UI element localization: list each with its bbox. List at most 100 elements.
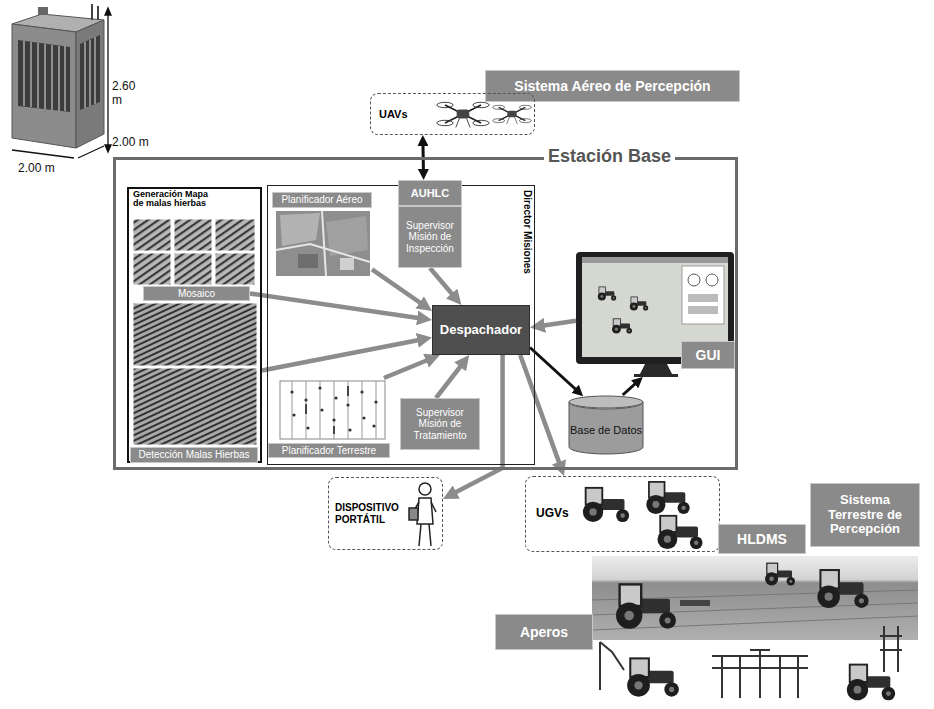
connector-arrow xyxy=(623,382,637,395)
label-box: Mosaico xyxy=(143,286,250,301)
crop-images xyxy=(215,253,255,285)
implements xyxy=(627,658,679,696)
node-text: Estación Base xyxy=(544,146,675,167)
aerial-map xyxy=(322,211,326,276)
implements xyxy=(600,626,902,700)
cabin-photo xyxy=(12,24,76,148)
gui-monitor xyxy=(576,252,734,377)
ground-plan-chart xyxy=(306,426,309,429)
cabin-photo xyxy=(84,42,86,108)
implements xyxy=(880,626,902,672)
node-text: Sistema Aéreo de Percepción xyxy=(514,78,710,94)
crop-images xyxy=(174,219,212,251)
ground-plan-chart xyxy=(362,416,365,419)
gui-monitor xyxy=(598,287,616,301)
cabin-photo xyxy=(97,6,99,20)
implements xyxy=(712,650,808,698)
field-photo xyxy=(592,556,918,640)
ugv-tractors xyxy=(646,482,689,514)
node-text: Planificador Terrestre xyxy=(268,443,390,459)
cabin-photo xyxy=(24,37,95,111)
dimension-lines xyxy=(12,8,111,158)
field-photo xyxy=(817,570,868,608)
device-group: DISPOSITIVO PORTÁTIL xyxy=(328,477,443,550)
implements xyxy=(797,656,799,698)
node-text: UAVs xyxy=(379,108,408,121)
mission-director: Director Misiones Planificador Aéreo AUHLC… xyxy=(267,185,535,465)
dimension-holder: 2.60 m xyxy=(112,80,142,108)
connector-arrow xyxy=(262,340,422,371)
gui-monitor xyxy=(634,374,678,377)
cabin-photo xyxy=(76,20,104,148)
aerial-map xyxy=(276,211,370,276)
node-text: HLDMS xyxy=(737,531,787,547)
node-text: Mosaico xyxy=(178,288,215,300)
implements xyxy=(721,656,723,698)
field-photo xyxy=(592,556,918,640)
cabin-photo xyxy=(91,4,93,20)
cabin-photo xyxy=(51,45,53,110)
connector-arrow xyxy=(250,294,422,319)
cabin-photo xyxy=(94,37,96,104)
cabin-photo xyxy=(80,35,100,110)
gui-monitor xyxy=(612,319,632,334)
handheld-operator xyxy=(431,502,436,512)
crop-images xyxy=(133,253,171,285)
ground-plan-chart xyxy=(347,386,349,396)
ground-plan-chart xyxy=(333,426,335,434)
cabin-photo xyxy=(89,40,91,106)
ground-plan-chart xyxy=(360,390,363,393)
ground-plan-chart xyxy=(304,398,307,401)
ground-plan-chart xyxy=(320,381,321,439)
dimension-lines xyxy=(78,146,104,158)
label-box: Detección Malas Hierbas xyxy=(130,447,258,463)
ground-plan-chart xyxy=(292,381,376,439)
implements xyxy=(600,642,624,670)
planner-panel: Planificador Aéreo xyxy=(272,192,372,278)
dispatcher-box: Despachador xyxy=(432,305,530,355)
cylinder-body xyxy=(569,402,643,454)
gui-monitor xyxy=(640,364,672,374)
crop-images xyxy=(174,253,212,285)
ground-plan-chart xyxy=(290,390,293,393)
cabin-photo xyxy=(64,46,66,111)
node-text: UGVs xyxy=(536,507,569,521)
node-text: AUHLC xyxy=(411,187,450,200)
ground-plan-chart xyxy=(280,381,385,439)
drone-icons xyxy=(437,102,531,127)
planner-panel: Planificador Terrestre xyxy=(268,378,390,458)
dimension-label: 2.00 m xyxy=(112,136,162,150)
ground-plan-chart xyxy=(334,396,337,399)
crop-images xyxy=(133,219,257,445)
process-box: AUHLC xyxy=(398,180,462,206)
node-text: Despachador xyxy=(440,323,522,338)
crop-images xyxy=(133,219,171,251)
cabin-photo xyxy=(18,40,70,112)
ground-plan-chart xyxy=(374,400,377,403)
ugv-tractors xyxy=(583,488,629,522)
ground-plan-chart xyxy=(362,381,363,439)
dimension-lines xyxy=(105,8,111,15)
ugv-tractors xyxy=(658,516,703,549)
dimension-label: 2.60 m xyxy=(112,80,142,108)
ground-plan-chart xyxy=(305,404,307,414)
cabin-photo xyxy=(12,4,104,148)
node-text: Planificador Aéreo xyxy=(272,192,372,208)
connector-arrow xyxy=(436,363,463,398)
ground-plan-chart xyxy=(306,381,307,439)
implements xyxy=(779,656,781,698)
handheld-operator xyxy=(419,483,431,495)
ground-plan-chart xyxy=(348,381,349,439)
gui-monitor xyxy=(688,294,718,302)
connector-arrow xyxy=(430,268,455,297)
gui-monitor-node: GUI xyxy=(576,252,735,377)
dimension-lines xyxy=(107,12,108,148)
cabin-photo xyxy=(37,43,39,108)
ground-plan-chart xyxy=(306,386,348,434)
crop-images xyxy=(133,368,257,445)
handheld-operator xyxy=(409,483,436,546)
node-text: Director Misiones xyxy=(522,190,534,274)
connector-arrow xyxy=(372,269,423,305)
handheld-operator xyxy=(419,524,421,546)
